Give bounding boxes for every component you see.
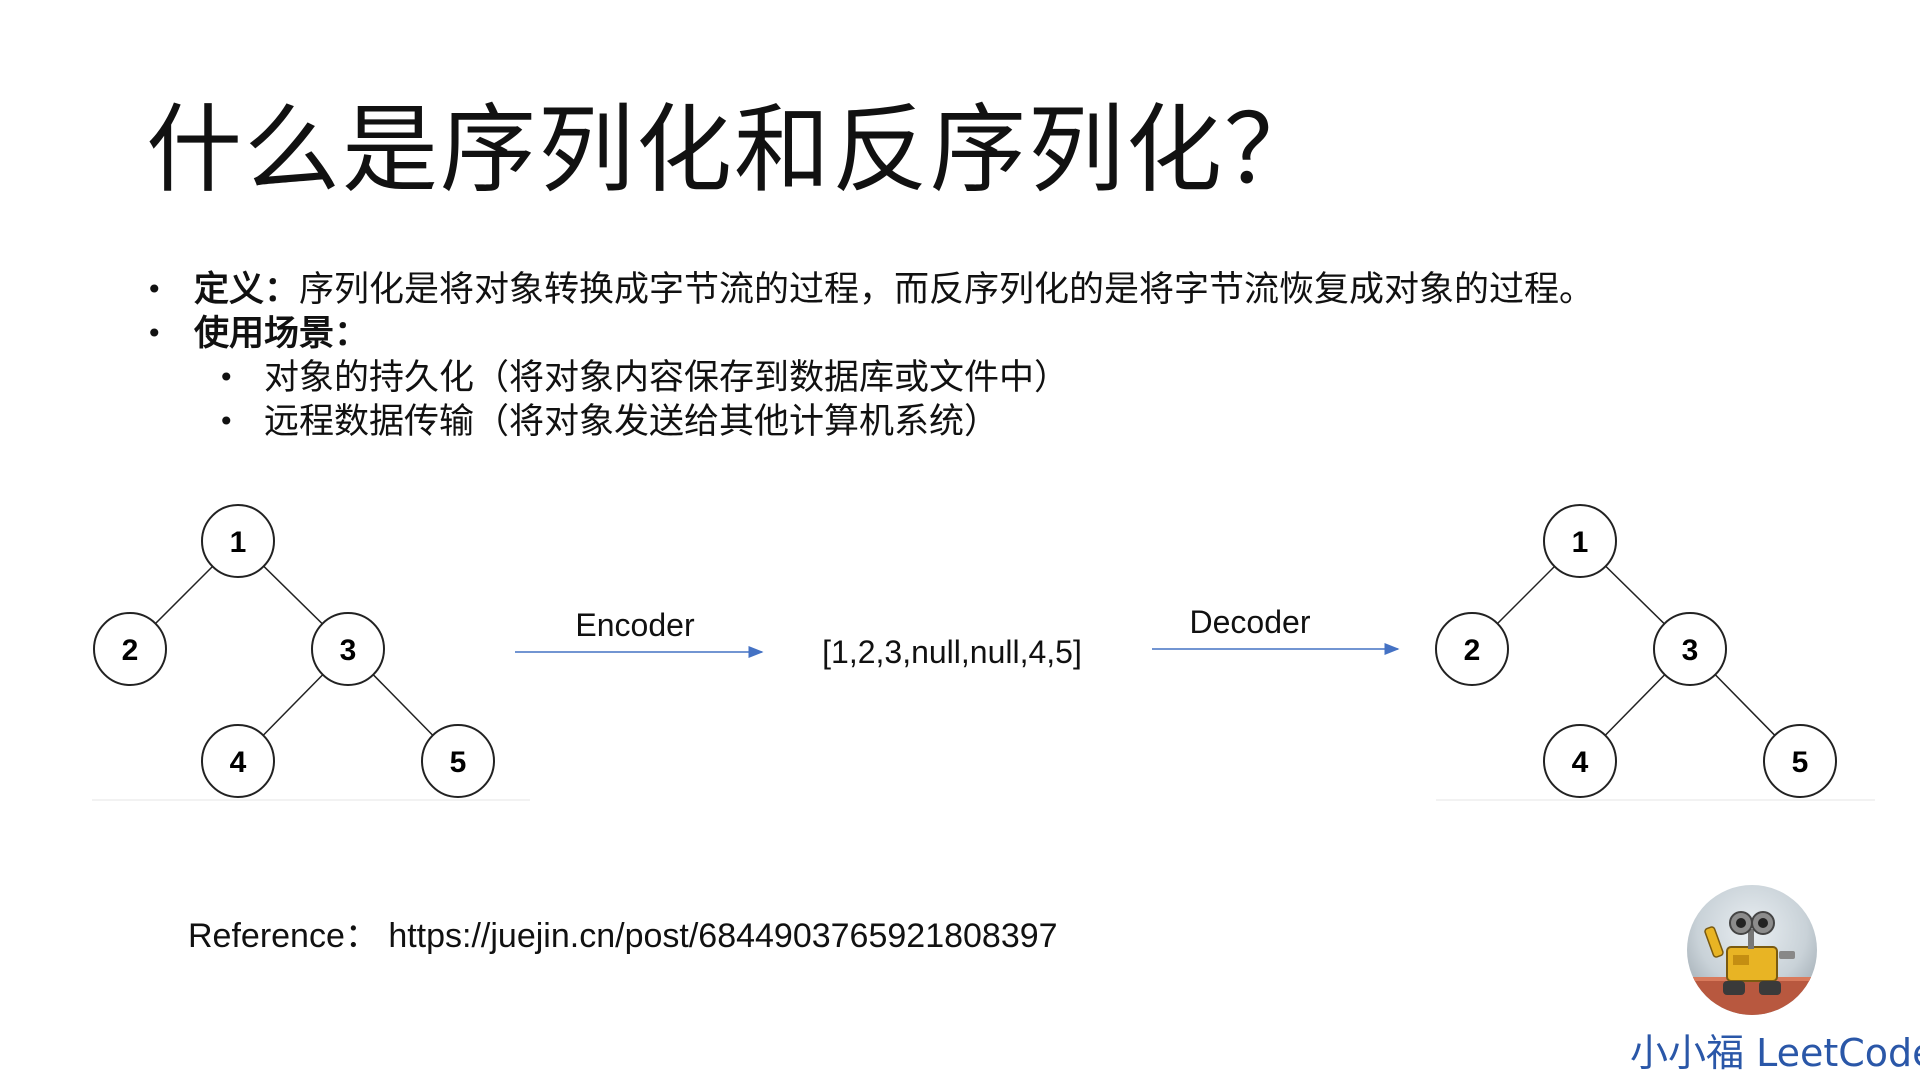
bullet-definition: • 定义：序列化是将对象转换成字节流的过程，而反序列化的是将字节流恢复成对象的过…	[146, 268, 1594, 312]
serialized-string: [1,2,3,null,null,4,5]	[822, 634, 1082, 670]
tree-node: 4	[201, 724, 275, 798]
node-label: 4	[1572, 746, 1589, 779]
tree-node: 1	[1543, 504, 1617, 578]
bullet-list: • 定义：序列化是将对象转换成字节流的过程，而反序列化的是将字节流恢复成对象的过…	[146, 268, 1594, 444]
node-label: 5	[450, 746, 467, 779]
bullet-use-cases: • 使用场景：	[146, 312, 1594, 356]
left-tree: 1 2 3 4 5	[92, 504, 530, 801]
node-label: 1	[230, 526, 247, 559]
tree-node: 5	[421, 724, 495, 798]
sub-bullet-remote: • 远程数据传输（将对象发送给其他计算机系统）	[146, 400, 1594, 444]
tree-node: 3	[311, 612, 385, 686]
bullet-dot: •	[218, 361, 235, 394]
bullet-dot: •	[146, 273, 163, 306]
robot-avatar-icon	[1687, 885, 1817, 1015]
node-label: 1	[1572, 526, 1589, 559]
bullet-dot: •	[146, 317, 163, 350]
tree-node: 1	[201, 504, 275, 578]
avatar	[1687, 885, 1817, 1015]
definition-label: 定义：	[194, 270, 300, 310]
serialization-diagram: 1 2 3 4 5 Encoder [1,2,3,null,null,4,5] …	[92, 504, 1875, 801]
node-label: 2	[1464, 634, 1481, 667]
tree-node: 2	[93, 612, 167, 686]
decoder-label: Decoder	[1190, 604, 1311, 640]
use-cases-label: 使用场景：	[194, 314, 370, 354]
sub-bullet-persistence: • 对象的持久化（将对象内容保存到数据库或文件中）	[146, 356, 1594, 400]
sub-bullet-text: 对象的持久化（将对象内容保存到数据库或文件中）	[264, 358, 1070, 398]
node-label: 3	[340, 634, 357, 667]
node-label: 2	[122, 634, 139, 667]
tree-node: 4	[1543, 724, 1617, 798]
reference-line: Reference： https://juejin.cn/post/684490…	[188, 908, 1058, 957]
node-label: 5	[1792, 746, 1809, 779]
tree-node: 3	[1653, 612, 1727, 686]
slide-title: 什么是序列化和反序列化？	[146, 94, 1322, 206]
bullet-dot: •	[218, 405, 235, 438]
sub-bullet-text: 远程数据传输（将对象发送给其他计算机系统）	[264, 402, 1000, 442]
reference-url[interactable]: https://juejin.cn/post/68449037659218083…	[388, 917, 1058, 955]
node-label: 4	[230, 746, 247, 779]
encoder-label: Encoder	[575, 607, 695, 643]
brand-label: 小小福 LeetCode	[1630, 1031, 1920, 1075]
tree-node: 2	[1435, 612, 1509, 686]
node-label: 3	[1682, 634, 1699, 667]
reference-label: Reference：	[188, 917, 379, 955]
definition-text: 序列化是将对象转换成字节流的过程，而反序列化的是将字节流恢复成对象的过程。	[299, 270, 1595, 310]
tree-node: 5	[1763, 724, 1837, 798]
right-tree: 1 2 3 4 5	[1435, 504, 1875, 801]
